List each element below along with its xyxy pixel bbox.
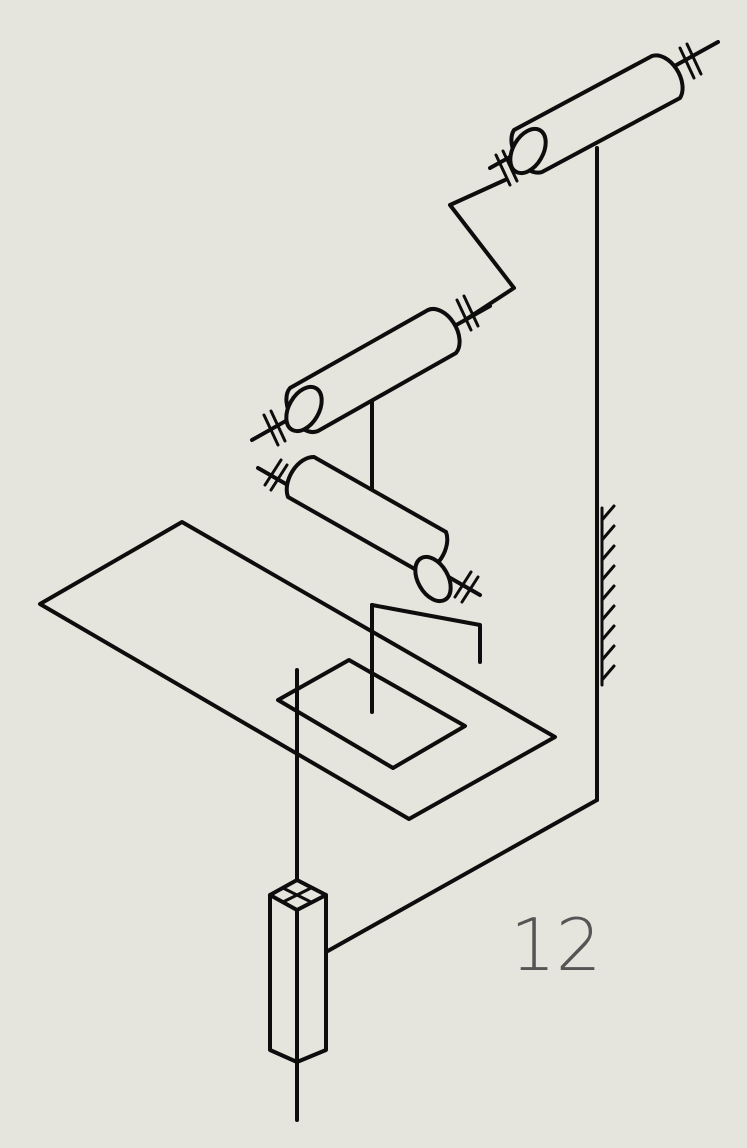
crank-link — [448, 178, 516, 322]
slider-block — [268, 878, 328, 1064]
top-cylinder — [488, 40, 720, 187]
tool-post — [370, 603, 482, 714]
lower-cylinder — [256, 455, 482, 604]
ground-hatch — [600, 504, 616, 687]
table-plate — [38, 520, 557, 821]
middle-cylinder — [250, 294, 492, 447]
frame-link — [324, 146, 599, 954]
figure-label: 12 — [510, 903, 602, 987]
